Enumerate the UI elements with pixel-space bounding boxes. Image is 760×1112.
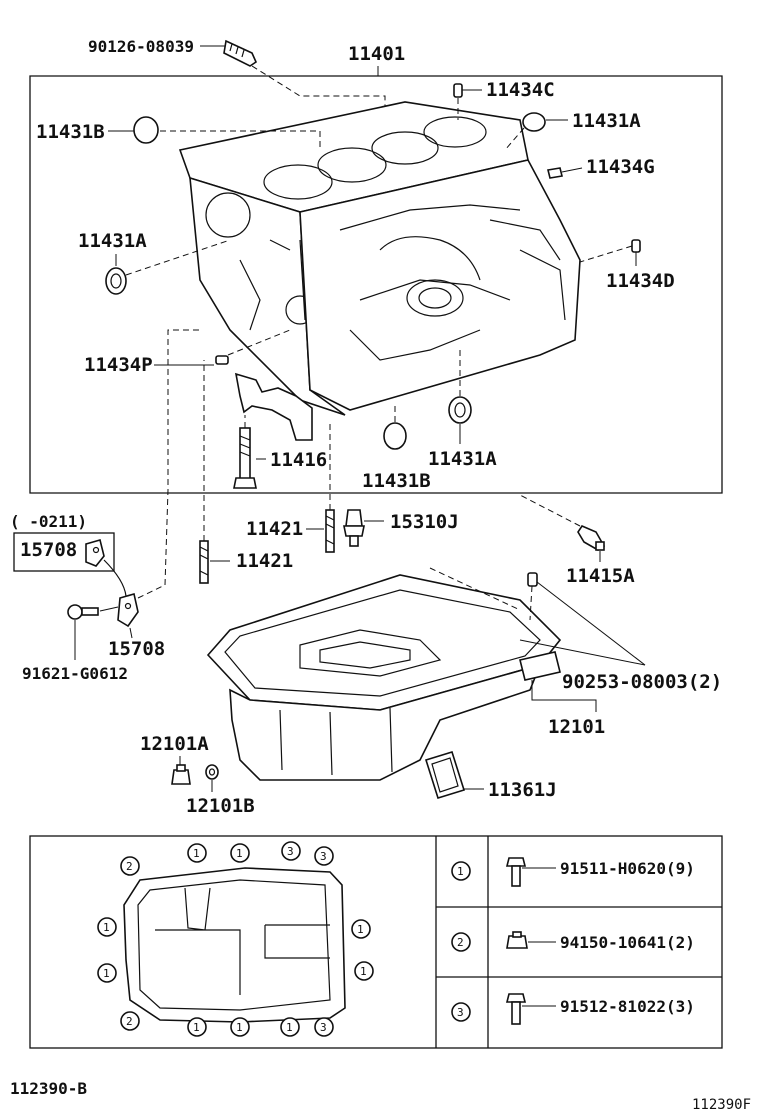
label-15310j: 15310J bbox=[390, 511, 459, 533]
label-11421-a: 11421 bbox=[246, 518, 303, 540]
bracket-icon bbox=[117, 592, 139, 628]
expansion-plug-icon bbox=[105, 267, 127, 295]
svg-text:1: 1 bbox=[236, 847, 243, 860]
expansion-plug-icon bbox=[448, 396, 472, 424]
dowel-pin-icon bbox=[215, 355, 229, 365]
legend-row-2: 2 94150-10641(2) bbox=[451, 931, 695, 952]
label-90253: 90253-08003(2) bbox=[562, 671, 722, 693]
marker-circle: 1 bbox=[351, 919, 371, 939]
footer-right-code: 112390F bbox=[692, 1097, 751, 1112]
label-11434d: 11434D bbox=[606, 270, 675, 292]
marker-circle: 1 bbox=[97, 917, 117, 937]
plug-11434c-icon bbox=[453, 83, 463, 98]
marker-circle: 1 bbox=[354, 961, 374, 981]
bracket-note-box bbox=[13, 532, 115, 572]
stud-icon bbox=[199, 540, 209, 584]
marker-circle: 1 bbox=[97, 963, 117, 983]
svg-text:3: 3 bbox=[287, 845, 294, 858]
label-main-block: 11401 bbox=[348, 43, 405, 65]
bracket-icon bbox=[85, 539, 105, 567]
svg-text:3: 3 bbox=[320, 850, 327, 863]
label-11421-b: 11421 bbox=[236, 550, 293, 572]
svg-text:3: 3 bbox=[320, 1021, 327, 1034]
svg-text:1: 1 bbox=[360, 965, 367, 978]
dowel-pin-icon bbox=[547, 167, 563, 179]
expansion-plug-icon bbox=[133, 116, 159, 144]
marker-circle: 3 bbox=[314, 846, 334, 866]
svg-text:1: 1 bbox=[236, 1021, 243, 1034]
marker-circle: 2 bbox=[120, 1011, 140, 1031]
drain-plug-icon bbox=[171, 764, 191, 785]
expansion-plug-icon bbox=[383, 422, 407, 450]
bolt-pattern-box bbox=[29, 835, 723, 1049]
note-range: ( -0211) bbox=[10, 512, 87, 531]
bolt-pattern-markers: 2 1 1 3 3 1 1 1 1 1 1 2 1 3 bbox=[97, 841, 374, 1037]
stud-icon bbox=[325, 509, 335, 553]
marker-circle: 3 bbox=[314, 1017, 334, 1037]
sensor-icon bbox=[343, 509, 365, 547]
nut-icon bbox=[506, 931, 528, 949]
marker-circle: 2 bbox=[120, 856, 140, 876]
label-15708-a: 15708 bbox=[20, 539, 77, 561]
svg-text:1: 1 bbox=[357, 923, 364, 936]
legend-key: 1 bbox=[457, 865, 464, 878]
bolt-icon bbox=[505, 857, 527, 887]
label-12101b: 12101B bbox=[186, 795, 255, 817]
label-stud-bolt: 90126-08039 bbox=[88, 37, 194, 56]
legend-part: 91512-81022(3) bbox=[560, 997, 695, 1016]
gasket-cover-icon bbox=[424, 751, 466, 799]
oil-pan-top-view bbox=[123, 867, 346, 1023]
marker-circle: 1 bbox=[280, 1017, 300, 1037]
legend-key: 2 bbox=[457, 936, 464, 949]
marker-circle: 3 bbox=[281, 841, 301, 861]
label-11431a-top: 11431A bbox=[572, 110, 641, 132]
footer-left-code: 112390-B bbox=[10, 1079, 87, 1098]
svg-text:1: 1 bbox=[193, 1021, 200, 1034]
gasket-washer-icon bbox=[205, 764, 219, 780]
marker-circle: 1 bbox=[187, 1017, 207, 1037]
label-11431a-bottom: 11431A bbox=[428, 448, 497, 470]
label-11431b-top: 11431B bbox=[36, 121, 105, 143]
svg-text:1: 1 bbox=[286, 1021, 293, 1034]
oil-jet-nozzle-icon bbox=[577, 525, 606, 551]
legend-part: 94150-10641(2) bbox=[560, 933, 695, 952]
svg-text:1: 1 bbox=[103, 967, 110, 980]
legend-part: 91511-H0620(9) bbox=[560, 859, 695, 878]
label-91621: 91621-G0612 bbox=[22, 664, 128, 683]
main-bearing-bolt-icon bbox=[233, 427, 257, 489]
marker-circle: 1 bbox=[230, 1017, 250, 1037]
label-11416: 11416 bbox=[270, 449, 327, 471]
label-12101: 12101 bbox=[548, 716, 605, 738]
svg-text:1: 1 bbox=[103, 921, 110, 934]
dowel-pin-icon bbox=[631, 239, 641, 253]
label-11434p: 11434P bbox=[84, 354, 153, 376]
label-11431b-bottom: 11431B bbox=[362, 470, 431, 492]
label-12101a: 12101A bbox=[140, 733, 209, 755]
marker-circle: 1 bbox=[187, 843, 207, 863]
svg-text:2: 2 bbox=[126, 1015, 133, 1028]
svg-text:1: 1 bbox=[193, 847, 200, 860]
svg-text:2: 2 bbox=[126, 860, 133, 873]
bolt-icon bbox=[505, 993, 527, 1025]
bolt-icon bbox=[67, 604, 99, 620]
dowel-pin-icon bbox=[527, 572, 538, 587]
cylinder-block bbox=[178, 101, 581, 441]
label-11434c: 11434C bbox=[486, 79, 555, 101]
label-11415a: 11415A bbox=[566, 565, 635, 587]
label-15708-b: 15708 bbox=[108, 638, 165, 660]
marker-circle: 1 bbox=[230, 843, 250, 863]
label-11361j: 11361J bbox=[488, 779, 557, 801]
oil-pan bbox=[206, 574, 562, 781]
legend-row-3: 3 91512-81022(3) bbox=[451, 993, 695, 1025]
legend-key: 3 bbox=[457, 1006, 464, 1019]
block-group-frame bbox=[29, 75, 723, 494]
legend-row-1: 1 91511-H0620(9) bbox=[451, 857, 695, 887]
stud-bolt-icon bbox=[223, 39, 258, 67]
expansion-plug-icon bbox=[522, 112, 546, 132]
label-11434g: 11434G bbox=[586, 156, 655, 178]
label-11431a-left: 11431A bbox=[78, 230, 147, 252]
